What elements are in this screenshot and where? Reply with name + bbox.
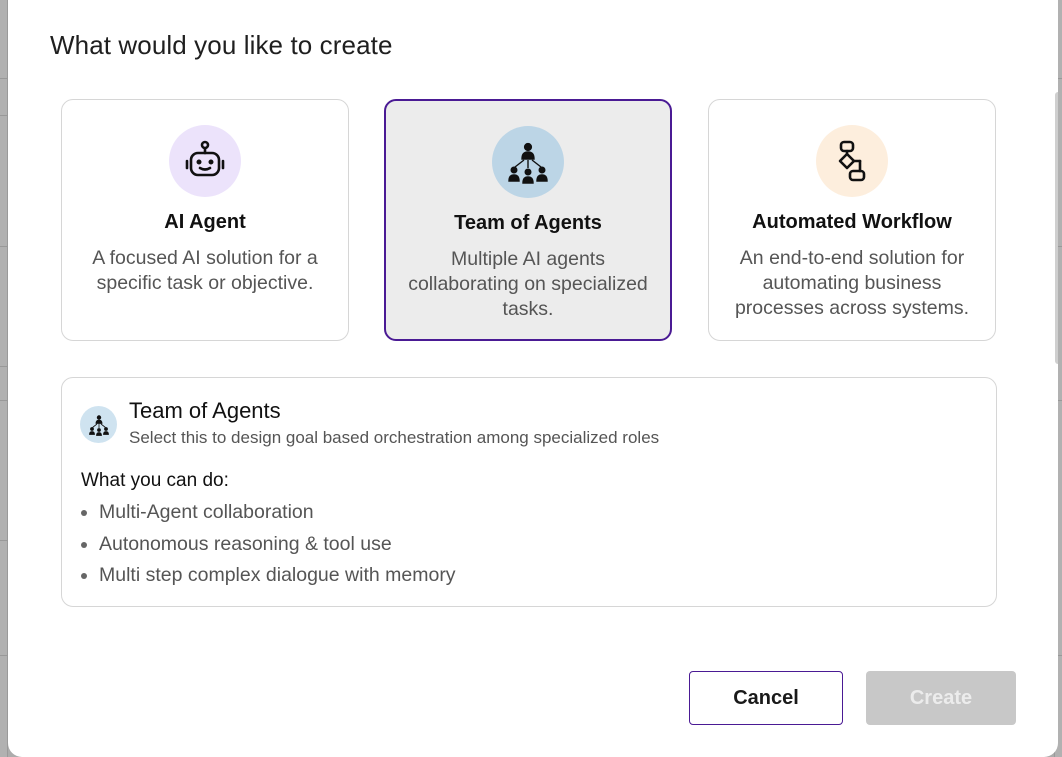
divider: [1054, 655, 1062, 656]
option-description: An end-to-end solution for automating bu…: [734, 247, 970, 319]
list-item: Autonomous reasoning & tool use: [81, 532, 456, 564]
cancel-button[interactable]: Cancel: [689, 671, 843, 725]
option-card-team-of-agents[interactable]: Team of Agents Multiple AI agents collab…: [384, 99, 672, 341]
list-item: Multi-Agent collaboration: [81, 500, 456, 532]
selection-details-panel: Team of Agents Select this to design goa…: [61, 377, 997, 607]
details-title: Team of Agents: [129, 398, 281, 423]
dialog-title: What would you like to create: [50, 30, 393, 60]
background-left-edge: [0, 0, 8, 757]
workflow-icon: [816, 125, 888, 197]
option-title: Automated Workflow: [752, 211, 952, 233]
team-hierarchy-icon: [80, 406, 117, 443]
divider: [0, 655, 8, 656]
divider: [0, 366, 8, 367]
option-description: A focused AI solution for a specific tas…: [92, 247, 318, 294]
option-description: Multiple AI agents collaborating on spec…: [408, 248, 648, 320]
divider: [0, 78, 8, 79]
divider: [1054, 78, 1062, 79]
option-title: AI Agent: [164, 211, 246, 233]
divider: [0, 115, 8, 116]
team-hierarchy-icon: [492, 126, 564, 198]
divider: [0, 246, 8, 247]
robot-icon: [169, 125, 241, 197]
details-subtitle: Select this to design goal based orchest…: [129, 428, 660, 447]
create-dialog: What would you like to create AI Agent A…: [8, 0, 1058, 757]
capabilities-list: Multi-Agent collaboration Autonomous rea…: [81, 500, 456, 595]
divider: [0, 540, 8, 541]
option-card-automated-workflow[interactable]: Automated Workflow An end-to-end solutio…: [708, 99, 996, 341]
option-title: Team of Agents: [454, 212, 602, 234]
option-cards: AI Agent A focused AI solution for a spe…: [61, 99, 997, 341]
details-heading: What you can do:: [81, 470, 229, 491]
divider: [1054, 246, 1062, 247]
option-card-ai-agent[interactable]: AI Agent A focused AI solution for a spe…: [61, 99, 349, 341]
create-button[interactable]: Create: [866, 671, 1016, 725]
list-item: Multi step complex dialogue with memory: [81, 563, 456, 595]
dialog-scrollbar[interactable]: [1055, 92, 1058, 364]
divider: [0, 400, 8, 401]
divider: [1054, 400, 1062, 401]
